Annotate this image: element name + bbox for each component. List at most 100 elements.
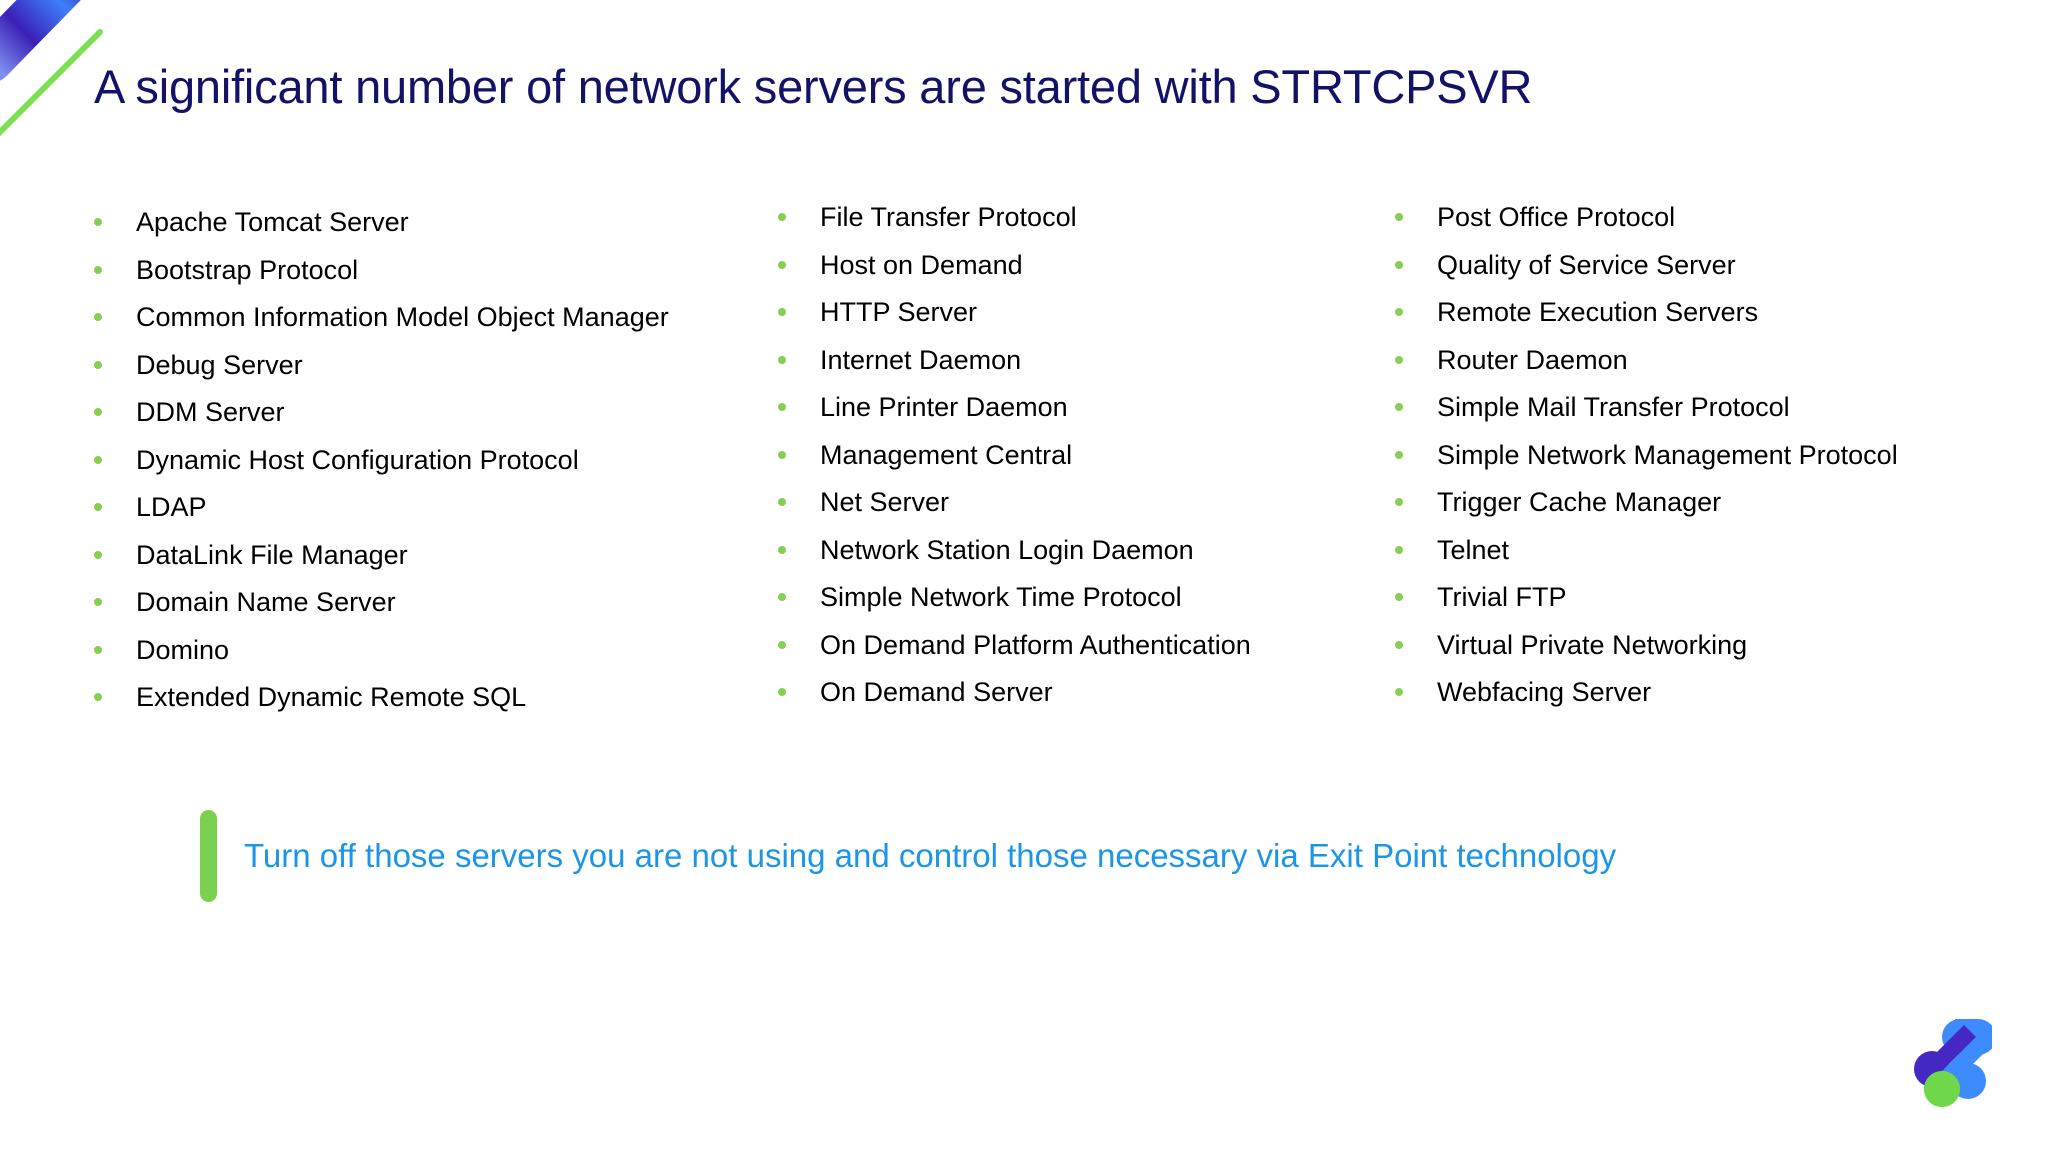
list-item-label: On Demand Platform Authentication <box>820 629 1251 660</box>
bullet-dot-icon <box>94 645 102 654</box>
list-item: HTTP Server <box>778 299 1398 347</box>
list-item: Common Information Model Object Manager <box>94 304 714 352</box>
list-item: Apache Tomcat Server <box>94 209 714 257</box>
list-item-label: Common Information Model Object Manager <box>136 302 669 332</box>
list-item: Simple Mail Transfer Protocol <box>1395 394 2035 442</box>
list-item-label: Dynamic Host Configuration Protocol <box>136 444 579 475</box>
list-item-label: Domain Name Server <box>136 587 396 617</box>
list-item: Management Central <box>778 439 1398 490</box>
bullet-dot-icon <box>1395 260 1403 269</box>
list-item: Router Daemon <box>1395 344 2035 395</box>
list-item-label: DDM Server <box>136 397 285 427</box>
list-item-label: Net Server <box>820 487 950 517</box>
callout: Turn off those servers you are not using… <box>200 810 1616 902</box>
bullet-dot-icon <box>94 550 102 559</box>
list-item: On Demand Platform Authentication <box>778 629 1398 680</box>
list-item: Trigger Cache Manager <box>1395 489 2035 537</box>
list-item-label: LDAP <box>136 492 207 522</box>
bullet-dot-icon <box>1395 545 1403 554</box>
list-item: Telnet <box>1395 536 2035 585</box>
list-item-label: Simple Network Management Protocol <box>1437 439 1898 470</box>
bullet-dot-icon <box>94 218 102 226</box>
bullet-dot-icon <box>778 688 786 696</box>
list-item-label: Bootstrap Protocol <box>136 254 359 285</box>
list-item-label: Debug Server <box>136 349 303 380</box>
bullet-dot-icon <box>1395 403 1403 411</box>
list-item: DDM Server <box>94 399 714 447</box>
list-item: Webfacing Server <box>1395 679 2035 727</box>
list-item-label: Host on Demand <box>820 249 1023 280</box>
list-item: Extended Dynamic Remote SQL <box>94 684 714 732</box>
bullet-column-1: Apache Tomcat Server Bootstrap Protocol … <box>94 196 714 732</box>
logo-green-segment <box>1924 1071 1960 1107</box>
bullet-dot-icon <box>778 213 786 221</box>
bullet-dot-icon <box>778 640 786 649</box>
list-item-label: DataLink File Manager <box>136 539 408 570</box>
list-item-label: Apache Tomcat Server <box>136 207 409 237</box>
list-item-label: Virtual Private Networking <box>1437 629 1748 660</box>
list-item-label: Trigger Cache Manager <box>1437 487 1722 517</box>
list-item: Net Server <box>778 489 1398 537</box>
list-item: Internet Daemon <box>778 344 1398 395</box>
brand-logo <box>1908 1009 1992 1117</box>
list-item: Debug Server <box>94 349 714 400</box>
bullet-columns: Apache Tomcat Server Bootstrap Protocol … <box>0 196 2048 716</box>
bullet-dot-icon <box>778 260 786 269</box>
page-title: A significant number of network servers … <box>94 60 1533 113</box>
bullet-dot-icon <box>94 313 102 321</box>
list-item: Quality of Service Server <box>1395 249 2035 300</box>
bullet-dot-icon <box>1395 498 1403 506</box>
bullet-column-2: File Transfer Protocol Host on Demand HT… <box>778 196 1398 727</box>
list-item-label: Simple Mail Transfer Protocol <box>1437 392 1790 422</box>
bullet-dot-icon <box>1395 308 1403 316</box>
list-item-label: Line Printer Daemon <box>820 392 1068 422</box>
list-item-label: Extended Dynamic Remote SQL <box>136 682 527 712</box>
list-item-label: HTTP Server <box>820 297 978 327</box>
deco-green-line <box>0 29 103 137</box>
bullet-dot-icon <box>1395 593 1403 601</box>
list-item: Simple Network Time Protocol <box>778 584 1398 632</box>
list-item: LDAP <box>94 494 714 542</box>
bullet-dot-icon <box>94 455 102 464</box>
list-item-label: Domino <box>136 634 230 665</box>
bullet-dot-icon <box>94 598 102 606</box>
list-item: DataLink File Manager <box>94 539 714 590</box>
list-item: Domino <box>94 634 714 685</box>
list-item: File Transfer Protocol <box>778 204 1398 252</box>
list-item: Dynamic Host Configuration Protocol <box>94 444 714 495</box>
bullet-dot-icon <box>1395 450 1403 459</box>
deco-blue-stroke <box>0 0 81 81</box>
list-item-label: File Transfer Protocol <box>820 202 1077 232</box>
list-item: Host on Demand <box>778 249 1398 300</box>
bullet-dot-icon <box>778 545 786 554</box>
list-item-label: Network Station Login Daemon <box>820 534 1194 565</box>
bullet-column-3: Post Office Protocol Quality of Service … <box>1395 196 2035 727</box>
list-item-label: Management Central <box>820 439 1073 470</box>
bullet-dot-icon <box>94 360 102 369</box>
list-item-label: Webfacing Server <box>1437 677 1652 707</box>
bullet-dot-icon <box>94 408 102 416</box>
bullet-dot-icon <box>1395 213 1403 221</box>
bullet-dot-icon <box>94 503 102 511</box>
bullet-dot-icon <box>1395 688 1403 696</box>
bullet-dot-icon <box>1395 640 1403 649</box>
list-item-label: Trivial FTP <box>1437 582 1567 612</box>
bullet-dot-icon <box>778 450 786 459</box>
bullet-dot-icon <box>778 355 786 364</box>
list-item-label: Post Office Protocol <box>1437 202 1676 232</box>
bullet-dot-icon <box>778 308 786 316</box>
bullet-dot-icon <box>94 693 102 701</box>
list-item-label: Quality of Service Server <box>1437 249 1736 280</box>
bullet-dot-icon <box>1395 355 1403 364</box>
list-item-label: On Demand Server <box>820 677 1053 707</box>
list-item-label: Router Daemon <box>1437 344 1628 375</box>
list-item: Bootstrap Protocol <box>94 254 714 305</box>
bullet-dot-icon <box>778 403 786 411</box>
list-item: Trivial FTP <box>1395 584 2035 632</box>
list-item-label: Simple Network Time Protocol <box>820 582 1182 612</box>
list-item: Simple Network Management Protocol <box>1395 439 2035 490</box>
list-item: On Demand Server <box>778 679 1398 727</box>
list-item-label: Internet Daemon <box>820 344 1022 375</box>
list-item: Remote Execution Servers <box>1395 299 2035 347</box>
bullet-dot-icon <box>778 498 786 506</box>
